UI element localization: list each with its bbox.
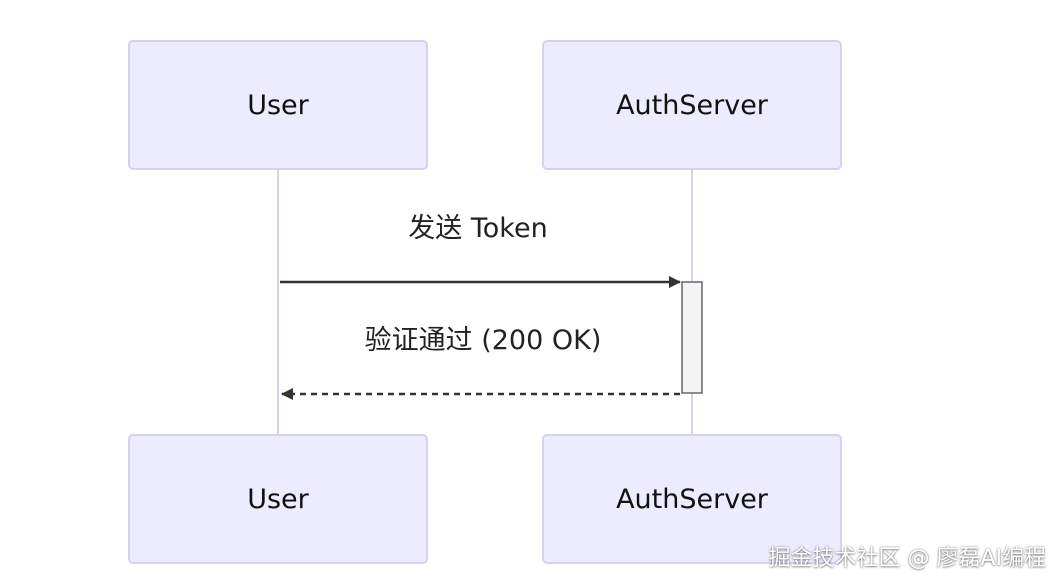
participant-user-top-label: User	[247, 89, 309, 121]
participant-authserver-bottom: AuthServer	[542, 434, 842, 564]
participant-authserver-top: AuthServer	[542, 40, 842, 170]
watermark-text: 掘金技术社区 @ 廖磊AI编程	[768, 546, 1046, 571]
message-label-send-token: 发送 Token	[408, 213, 548, 244]
participant-user-bottom: User	[128, 434, 428, 564]
participant-user-top: User	[128, 40, 428, 170]
participant-user-bottom-label: User	[247, 483, 309, 515]
activation-bar-authserver	[681, 281, 703, 394]
message-label-auth-ok: 验证通过 (200 OK)	[364, 325, 602, 356]
participant-authserver-top-label: AuthServer	[616, 89, 768, 121]
participant-authserver-bottom-label: AuthServer	[616, 483, 768, 515]
